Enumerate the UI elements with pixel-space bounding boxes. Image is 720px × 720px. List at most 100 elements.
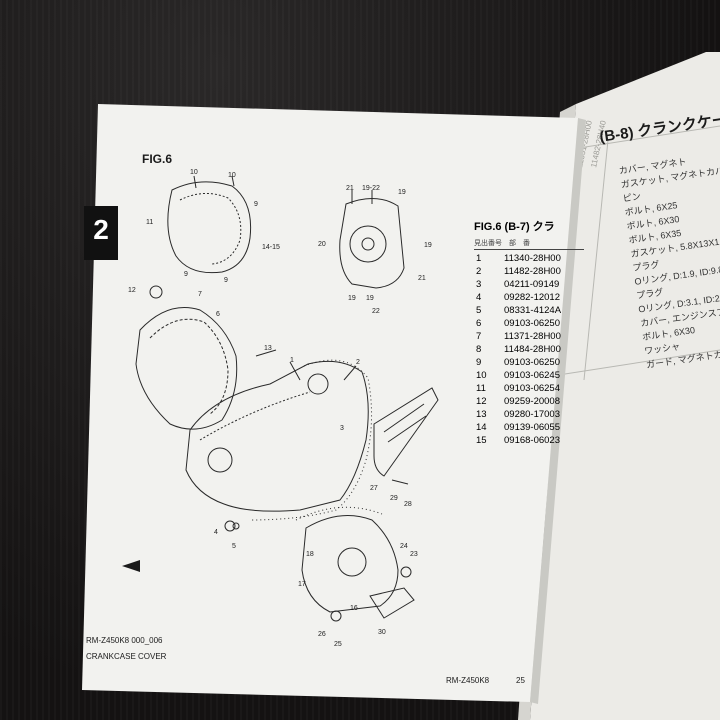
right-page-table-lines — [551, 125, 720, 381]
ref-number: 7 — [476, 331, 482, 342]
table-row: 14 09139-06055 — [474, 421, 584, 434]
table-row: 7 11371-28H00 — [474, 330, 584, 343]
part-number: 09139-06055 — [504, 422, 560, 433]
callout-label: 10 — [190, 169, 198, 176]
callout-label: 2 — [356, 359, 360, 366]
right-page-number: 25 — [516, 676, 525, 685]
callout-label: 17 — [298, 581, 306, 588]
section-number: 2 — [93, 214, 109, 245]
callout-label: 5 — [232, 543, 236, 550]
clutch-cover-outline — [167, 181, 252, 274]
table-row: 11 09103-06254 — [474, 382, 584, 395]
large-cover-outline — [135, 307, 238, 430]
callout-label: 9 — [224, 277, 228, 284]
callout-label: 10 — [228, 172, 236, 179]
ref-number: 15 — [476, 435, 487, 446]
ref-number: 4 — [476, 292, 482, 303]
table-row: 12 09259-20008 — [474, 395, 584, 408]
ref-number: 11 — [476, 383, 486, 394]
part-number: 09168-06023 — [504, 435, 560, 446]
callout-label: 21 — [346, 185, 354, 192]
callout-label: 19 — [424, 242, 432, 249]
part-number: 11482-28H00 — [504, 266, 561, 277]
ref-number: 2 — [476, 266, 482, 277]
ref-number: 3 — [476, 279, 482, 290]
part-number: 09103-06254 — [504, 383, 560, 394]
callout-label: 1 — [290, 357, 294, 364]
callout-numbers: 10 10 11 9 14-15 9 9 21 19-22 19 20 19 2… — [128, 169, 432, 648]
part-number: 09280-17003 — [504, 409, 560, 420]
part-number: 08331-4124A — [504, 305, 562, 316]
ref-number: 13 — [476, 409, 487, 420]
table-row: 5 08331-4124A — [474, 304, 584, 317]
ref-number: 5 — [476, 305, 482, 316]
table-row: 9 09103-06250 — [474, 356, 584, 369]
callout-label: 29 — [390, 495, 398, 502]
crankcase-outline — [185, 360, 369, 512]
table-row: 8 11484-28H00 — [474, 343, 584, 356]
callout-label: 9 — [184, 271, 188, 278]
callout-label: 28 — [404, 501, 412, 508]
callout-label: 18 — [306, 551, 314, 558]
gasket-outline — [249, 359, 373, 521]
diagram-caption-title: CRANKCASE COVER — [86, 652, 167, 661]
fwd-arrow-icon — [122, 560, 140, 572]
ref-number: 10 — [476, 370, 487, 381]
part-number: 09103-06250 — [504, 318, 560, 329]
part-number: 09103-06245 — [504, 370, 560, 381]
callout-label: 14-15 — [262, 244, 280, 251]
callout-label: 19 — [366, 295, 374, 302]
page-footer-model: RM-Z450K8 — [446, 676, 490, 685]
table-row: 3 04211-09149 — [474, 278, 584, 291]
ref-number: 9 — [476, 357, 482, 368]
table-row: 13 09280-17003 — [474, 408, 584, 421]
magneto-cover-outline — [339, 198, 405, 289]
table-row: 4 09282-12012 — [474, 291, 584, 304]
callout-label: 24 — [400, 543, 408, 550]
part-number: 11371-28H00 — [504, 331, 561, 342]
callout-label: 11 — [146, 219, 153, 226]
table-row: 2 11482-28H00 — [474, 265, 584, 278]
callout-label: 13 — [264, 345, 272, 352]
section-tab: 2 — [84, 206, 118, 260]
diagram-caption-model: RM-Z450K8 000_006 — [86, 636, 163, 645]
callout-label: 19 — [348, 295, 356, 302]
parts-table-header: 見出番号 部 番 — [474, 238, 584, 250]
part-number: 04211-09149 — [504, 279, 560, 290]
table-row: 6 09103-06250 — [474, 317, 584, 330]
callout-label: 3 — [340, 425, 344, 432]
part-number: 09259-20008 — [504, 396, 560, 407]
callout-label: 9 — [254, 201, 258, 208]
callout-label: 4 — [214, 529, 218, 536]
part-number: 09103-06250 — [504, 357, 560, 368]
ref-number: 14 — [476, 422, 487, 433]
fig-label: FIG.6 — [142, 152, 173, 166]
magneto-guard-outline — [369, 587, 415, 619]
callout-label: 12 — [128, 287, 136, 294]
parts-table-title: FIG.6 (B-7) クラ — [474, 221, 555, 233]
callout-label: 20 — [318, 241, 326, 248]
callout-label: 27 — [370, 485, 378, 492]
callout-label: 6 — [216, 311, 220, 318]
callout-label: 30 — [378, 629, 386, 636]
ref-number: 12 — [476, 396, 487, 407]
callout-label: 19 — [398, 189, 406, 196]
crankcase-cover-diagram — [135, 175, 439, 622]
ref-number: 8 — [476, 344, 482, 355]
callout-label: 21 — [418, 275, 426, 282]
callout-label: 23 — [410, 551, 418, 558]
callout-label: 26 — [318, 631, 326, 638]
part-number: 09282-12012 — [504, 292, 560, 303]
callout-label: 16 — [350, 605, 358, 612]
part-number: 11484-28H00 — [504, 344, 561, 355]
callout-label: 7 — [198, 291, 202, 298]
sprocket-cover-outline — [373, 387, 439, 477]
callout-label: 22 — [372, 308, 380, 315]
ref-number: 1 — [476, 253, 482, 264]
ref-number: 6 — [476, 318, 482, 329]
